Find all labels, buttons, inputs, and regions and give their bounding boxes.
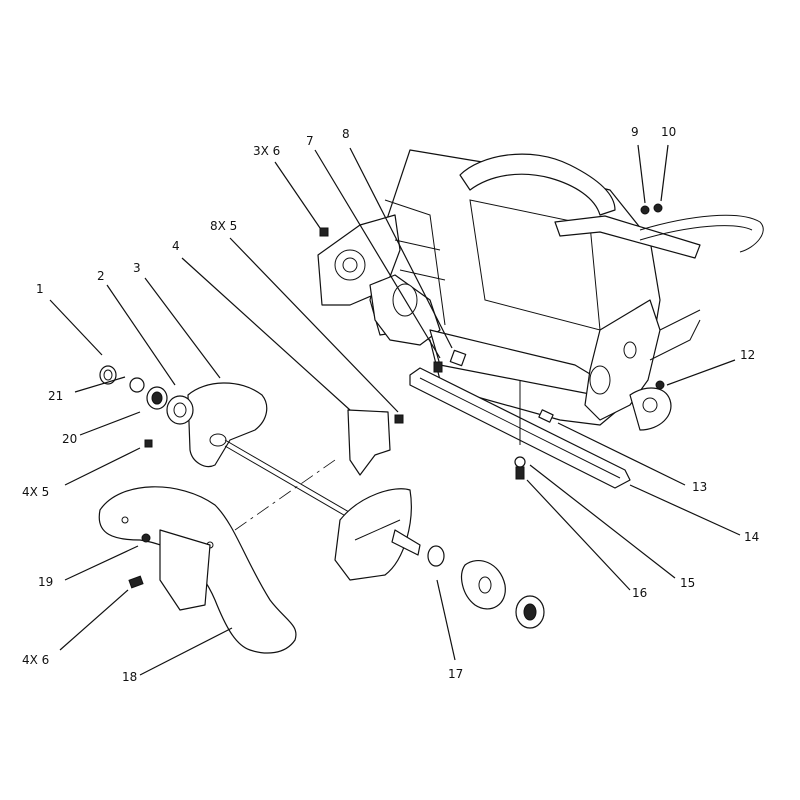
callout-4: 4 [172,239,180,253]
callout-labels: 1 2 3 4 3X 6 7 8 8X 5 9 10 12 13 14 15 1… [22,125,759,684]
leader-lines [49,144,741,676]
right-bearing-parts [427,545,545,629]
callout-4x6: 4X 6 [22,653,49,667]
callout-13: 13 [692,480,707,494]
callout-12: 12 [740,348,755,362]
auger-housing [317,149,764,431]
callout-15: 15 [680,576,695,590]
callout-4x5: 4X 5 [22,485,49,499]
callout-3x6: 3X 6 [253,144,280,158]
callout-8x5: 8X 5 [210,219,237,233]
scraper-bar [409,367,631,489]
callout-19: 19 [38,575,53,589]
callout-9: 9 [631,125,639,139]
callout-3: 3 [133,261,141,275]
callout-2: 2 [97,269,105,283]
callout-7: 7 [306,134,314,148]
left-bearing-parts [99,365,194,448]
callout-20: 20 [62,432,77,446]
callout-1: 1 [36,282,44,296]
mounting-bracket [347,409,404,476]
callout-14: 14 [744,530,759,544]
callout-17: 17 [448,667,463,681]
callout-10: 10 [661,125,676,139]
callout-16: 16 [632,586,647,600]
auger-assembly [187,382,421,581]
auger-blade [98,486,297,654]
small-hardware [319,227,665,480]
callout-8: 8 [342,127,350,141]
callout-18: 18 [122,670,137,684]
callout-21: 21 [48,389,63,403]
